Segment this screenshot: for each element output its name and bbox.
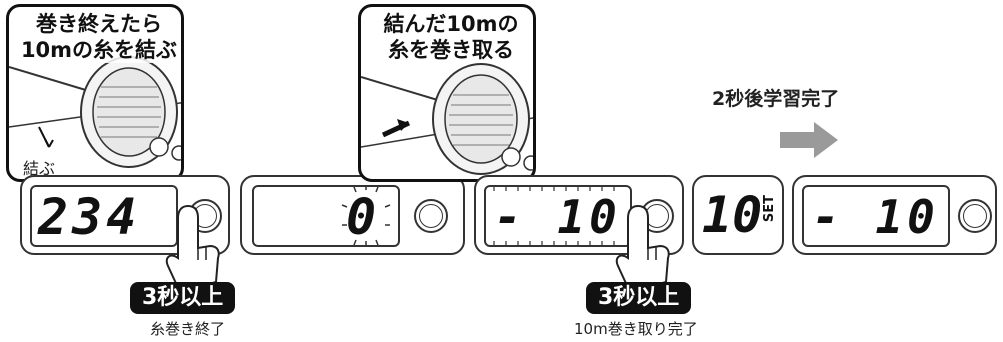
counter-display-1: 234 [38,188,141,246]
reel-photo-wind: 結んだ10mの 糸を巻き取る [358,4,536,182]
hold-badge-1: 3秒以上 [130,282,236,314]
counter-screen-4: - 10 [802,185,950,247]
set-display-panel: 10 SET [692,175,784,255]
counter-screen-1: 234 [30,185,178,247]
counter-display-2: 0 [346,188,381,246]
counter-display-3: - 10 [494,190,621,244]
set-label: SET [762,195,777,223]
tie-label: 結ぶ [23,159,56,178]
counter-panel-2: 0 [240,175,465,255]
counter-button-4[interactable] [958,199,992,233]
step1-caption: 巻き終えたら 10mの糸を結ぶ [19,11,179,63]
blink-ticks-icon [493,187,615,245]
counter-screen-2: 0 [252,185,400,247]
step3-caption-line2: 糸を巻き取る [388,38,514,62]
action-label-1: 糸巻き終了 [150,320,226,338]
reel-illustration [9,56,181,168]
blink-rays-icon [341,185,391,247]
reel-photo-tie: 巻き終えたら 10mの糸を結ぶ 結ぶ [6,4,184,182]
step3-caption: 結んだ10mの 糸を巻き取る [371,11,531,63]
counter-display-4: - 10 [812,190,939,244]
counter-panel-1: 234 [20,175,230,255]
step1-caption-line2: 10mの糸を結ぶ [20,38,178,62]
counter-screen-3: - 10 [484,185,632,247]
action-label-2: 10m巻き取り完了 [574,320,698,338]
reel-illustration-2 [361,63,533,175]
right-arrow-icon [780,122,838,158]
counter-panel-4: - 10 [792,175,997,255]
hold-badge-2: 3秒以上 [586,282,692,314]
step3-caption-line1: 結んだ10mの [383,12,519,36]
counter-button-2[interactable] [414,199,448,233]
step1-caption-line1: 巻き終えたら [36,12,162,36]
learning-complete-note: 2秒後学習完了 [712,88,840,110]
set-display-value: 10 [702,186,763,244]
